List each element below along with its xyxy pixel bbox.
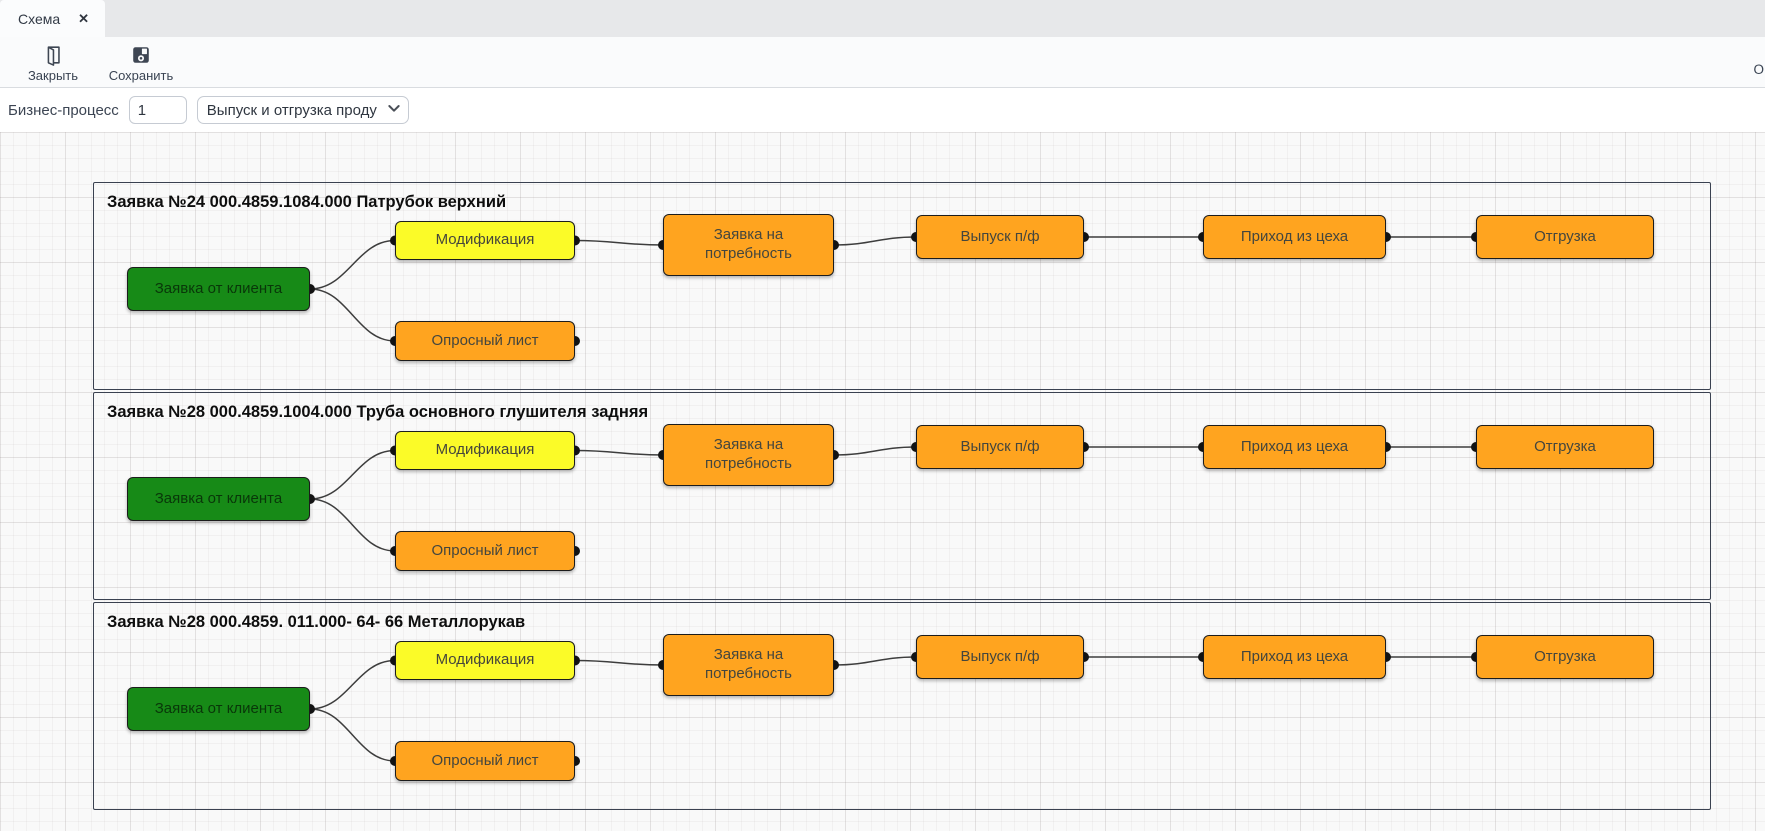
business-process-select-value: Выпуск и отгрузка проду bbox=[206, 101, 377, 119]
connector-layer bbox=[305, 442, 1481, 556]
process-node-vypusk[interactable]: Выпуск п/ф bbox=[916, 425, 1084, 469]
process-node-modif[interactable]: Модификация bbox=[395, 641, 575, 680]
tab-bar: Схема ✕ bbox=[0, 0, 1765, 37]
process-node-otgruzka[interactable]: Отгрузка bbox=[1476, 425, 1654, 469]
business-process-row: Бизнес-процесс Выпуск и отгрузка проду bbox=[0, 88, 1765, 132]
process-node-label: Приход из цеха bbox=[1240, 227, 1349, 245]
connector-line bbox=[309, 239, 396, 290]
process-node-modif[interactable]: Модификация bbox=[395, 221, 575, 260]
process-node-oprosny[interactable]: Опросный лист bbox=[395, 321, 575, 361]
process-node-label: Заявка на потребность bbox=[705, 436, 792, 472]
connector-line bbox=[574, 449, 664, 456]
process-group: Заявка №24 000.4859.1084.000 Патрубок ве… bbox=[93, 182, 1711, 390]
connector-layer bbox=[305, 232, 1481, 346]
process-node-modif[interactable]: Модификация bbox=[395, 431, 575, 470]
process-node-label: Выпуск п/ф bbox=[960, 437, 1040, 455]
process-node-label: Заявка от клиента bbox=[154, 699, 283, 717]
process-node-otgruzka[interactable]: Отгрузка bbox=[1476, 635, 1654, 679]
process-node-label: Заявка на потребность bbox=[705, 646, 792, 682]
business-process-label: Бизнес-процесс bbox=[8, 101, 119, 119]
process-node-prihod[interactable]: Приход из цеха bbox=[1203, 635, 1386, 679]
process-node-label: Опросный лист bbox=[431, 541, 539, 559]
connector-line bbox=[309, 288, 396, 342]
toolbar: Закрыть Сохранить О bbox=[0, 37, 1765, 88]
floppy-save-icon bbox=[130, 44, 152, 66]
process-node-label: Отгрузка bbox=[1534, 647, 1596, 665]
process-node-label: Модификация bbox=[435, 231, 535, 249]
connector-line bbox=[574, 239, 664, 246]
process-node-prihod[interactable]: Приход из цеха bbox=[1203, 215, 1386, 259]
tab-close-icon[interactable]: ✕ bbox=[78, 11, 90, 26]
process-node-label: Заявка от клиента bbox=[154, 489, 283, 507]
business-process-number-input[interactable] bbox=[128, 96, 187, 124]
process-node-label: Приход из цеха bbox=[1240, 647, 1349, 665]
connector-line bbox=[833, 236, 917, 246]
tab-schema[interactable]: Схема ✕ bbox=[0, 0, 106, 37]
toolbar-overflow-text: О bbox=[1753, 62, 1764, 77]
tab-schema-label: Схема bbox=[18, 10, 61, 27]
process-node-label: Опросный лист bbox=[431, 751, 539, 769]
connector-layer bbox=[305, 652, 1481, 766]
process-node-potrebnost[interactable]: Заявка на потребность bbox=[663, 634, 834, 696]
chevron-down-icon bbox=[386, 100, 402, 121]
process-node-prihod[interactable]: Приход из цеха bbox=[1203, 425, 1386, 469]
process-group: Заявка №28 000.4859. 011.000- 64- 66 Мет… bbox=[93, 602, 1711, 810]
connector-line bbox=[574, 659, 664, 666]
business-process-select[interactable]: Выпуск и отгрузка проду bbox=[196, 96, 409, 124]
process-node-client[interactable]: Заявка от клиента bbox=[127, 477, 310, 521]
connector-line bbox=[309, 449, 396, 500]
connector-line bbox=[309, 498, 396, 552]
process-node-label: Выпуск п/ф bbox=[960, 647, 1040, 665]
process-node-label: Приход из цеха bbox=[1240, 437, 1349, 455]
process-node-label: Заявка на потребность bbox=[705, 226, 792, 262]
process-node-label: Заявка от клиента bbox=[154, 279, 283, 297]
connector-line bbox=[833, 656, 917, 666]
connector-line bbox=[309, 708, 396, 762]
process-node-client[interactable]: Заявка от клиента bbox=[127, 687, 310, 731]
process-node-label: Опросный лист bbox=[431, 331, 539, 349]
process-node-potrebnost[interactable]: Заявка на потребность bbox=[663, 424, 834, 486]
connector-line bbox=[833, 446, 917, 456]
process-node-label: Отгрузка bbox=[1534, 227, 1596, 245]
close-button-label: Закрыть bbox=[27, 67, 79, 83]
save-button[interactable]: Сохранить bbox=[104, 42, 178, 83]
close-button[interactable]: Закрыть bbox=[16, 42, 90, 83]
process-node-potrebnost[interactable]: Заявка на потребность bbox=[663, 214, 834, 276]
process-group: Заявка №28 000.4859.1004.000 Труба основ… bbox=[93, 392, 1711, 600]
process-node-label: Выпуск п/ф bbox=[960, 227, 1040, 245]
diagram-canvas[interactable]: Заявка №24 000.4859.1084.000 Патрубок ве… bbox=[0, 132, 1765, 831]
save-button-label: Сохранить bbox=[108, 67, 174, 83]
process-node-oprosny[interactable]: Опросный лист bbox=[395, 741, 575, 781]
process-node-label: Модификация bbox=[435, 441, 535, 459]
process-node-vypusk[interactable]: Выпуск п/ф bbox=[916, 635, 1084, 679]
process-node-label: Отгрузка bbox=[1534, 437, 1596, 455]
process-node-client[interactable]: Заявка от клиента bbox=[127, 267, 310, 311]
process-node-oprosny[interactable]: Опросный лист bbox=[395, 531, 575, 571]
process-node-otgruzka[interactable]: Отгрузка bbox=[1476, 215, 1654, 259]
process-node-vypusk[interactable]: Выпуск п/ф bbox=[916, 215, 1084, 259]
door-exit-icon bbox=[42, 44, 64, 66]
connector-line bbox=[309, 659, 396, 710]
process-node-label: Модификация bbox=[435, 651, 535, 669]
